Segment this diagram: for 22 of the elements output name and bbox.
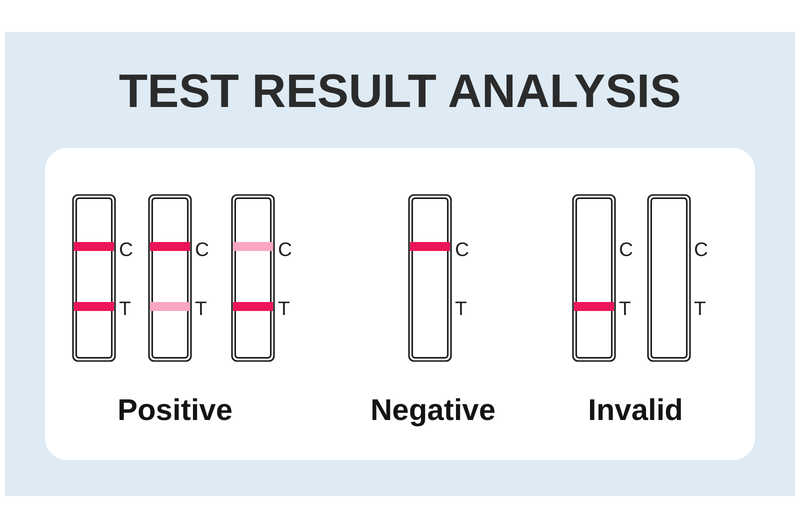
title: TEST RESULT ANALYSIS (118, 64, 682, 118)
line-label: C (619, 240, 634, 260)
test-strip (408, 194, 452, 362)
result-label: Invalid (586, 394, 684, 428)
result-label: Negative (369, 394, 497, 428)
line-label: C (119, 240, 134, 260)
line-label: T (619, 299, 631, 320)
test-strip (72, 194, 116, 362)
line-label: T (195, 299, 207, 320)
test-strip (572, 194, 616, 362)
test-strip (647, 194, 691, 362)
line-label: T (119, 299, 131, 320)
line-label: C (455, 240, 470, 260)
test-strip (148, 194, 192, 362)
line-label: C (195, 240, 210, 260)
result-label: Positive (116, 394, 234, 428)
line-label: T (694, 299, 706, 320)
line-label: C (278, 240, 292, 260)
test-strip (231, 194, 275, 362)
line-label: C (694, 240, 708, 260)
line-label: T (278, 299, 290, 320)
line-label: T (455, 299, 467, 320)
